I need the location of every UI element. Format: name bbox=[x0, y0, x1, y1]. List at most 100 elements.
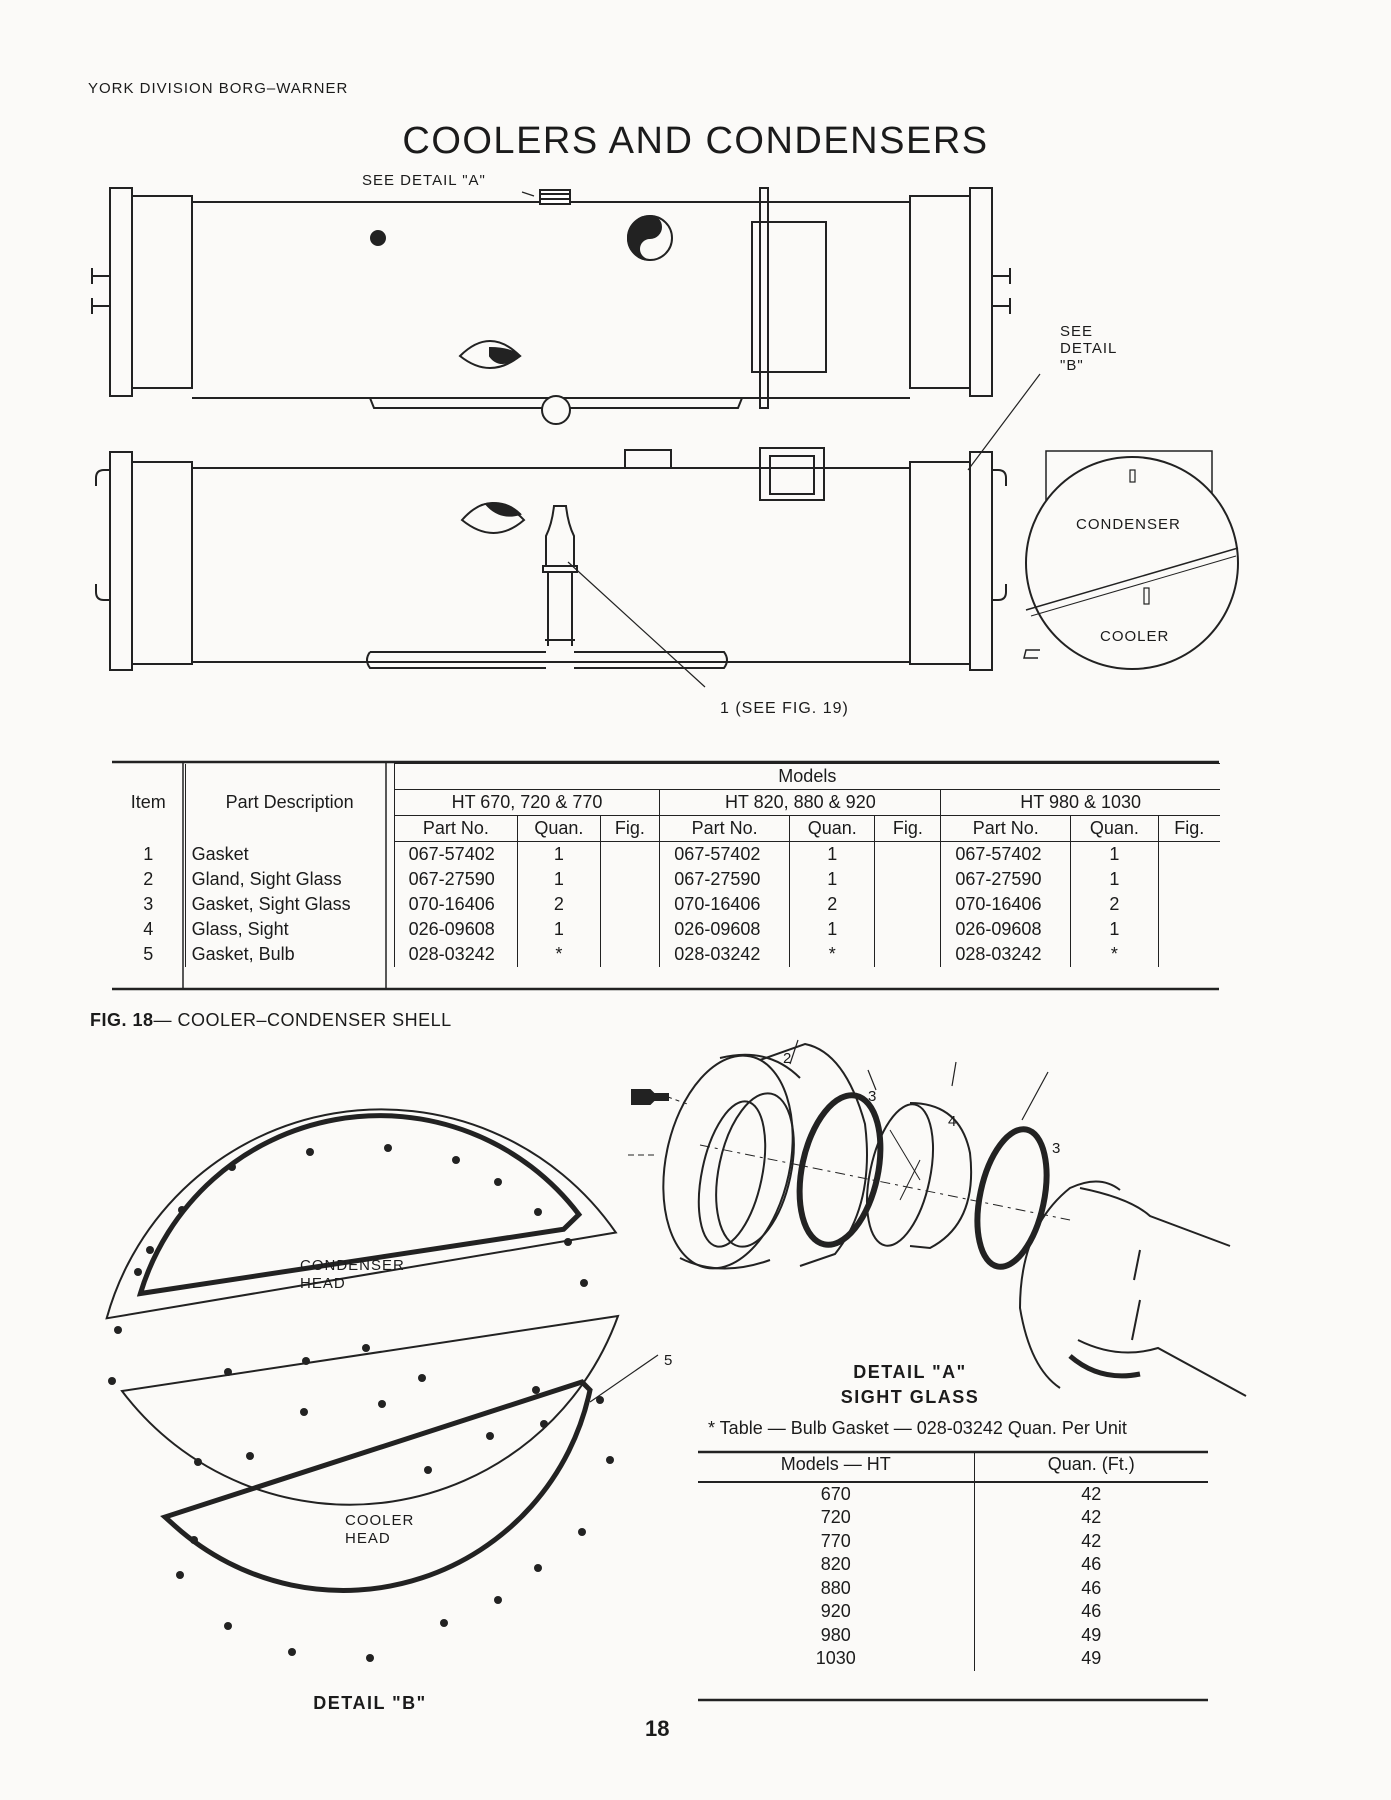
callout-3: 3 bbox=[868, 1088, 878, 1105]
condenser-head-line: HEAD bbox=[300, 1275, 346, 1292]
fig-header: Fig. bbox=[599, 815, 660, 842]
row-part-no: 028-03242 bbox=[659, 942, 790, 967]
row-fig bbox=[1157, 867, 1220, 892]
row-part-no: 067-57402 bbox=[940, 841, 1071, 867]
row-part-no: 067-57402 bbox=[659, 841, 790, 867]
cooler-head-label: COOLER HEAD bbox=[345, 1512, 414, 1548]
figure-title: — COOLER–CONDENSER SHELL bbox=[153, 1010, 452, 1030]
see-detail-b-callout: SEE DETAIL "B" bbox=[1060, 323, 1117, 374]
row-part-no: 067-27590 bbox=[659, 867, 790, 892]
row-fig bbox=[874, 942, 941, 967]
row-model: 770 bbox=[820, 1530, 851, 1551]
row-fig bbox=[1157, 892, 1220, 917]
fig-header: Fig. bbox=[874, 815, 941, 842]
row-fig bbox=[874, 892, 941, 917]
row-fig bbox=[599, 841, 660, 867]
item-column-header: Item bbox=[130, 792, 166, 812]
row-quantity: 2 bbox=[517, 892, 601, 917]
row-fig bbox=[1157, 917, 1220, 942]
row-item: 2 bbox=[143, 869, 154, 889]
detail-a-exploded-drawing bbox=[628, 1039, 1247, 1397]
condenser-head-line: CONDENSER bbox=[300, 1257, 405, 1274]
page-title: COOLERS AND CONDENSERS bbox=[402, 120, 989, 162]
part-no-header: Part No. bbox=[659, 815, 790, 842]
quan-ft-header: Quan. (Ft.) bbox=[973, 1453, 1208, 1483]
table-row: 670 42 bbox=[698, 1481, 1208, 1506]
row-quantity: 2 bbox=[1070, 892, 1159, 917]
row-quantity-ft: 42 bbox=[973, 1481, 1208, 1506]
model-group-header: HT 980 & 1030 bbox=[940, 789, 1220, 816]
row-part-no: 067-27590 bbox=[940, 867, 1071, 892]
row-part-no: 067-27590 bbox=[393, 867, 518, 892]
row-quantity: 1 bbox=[789, 917, 875, 942]
row-item: 3 bbox=[143, 894, 154, 914]
row-quantity: 2 bbox=[789, 892, 875, 917]
row-quantity-ft: 42 bbox=[973, 1529, 1208, 1553]
bulb-table-lines bbox=[698, 1450, 1208, 1702]
row-part-no: 028-03242 bbox=[940, 942, 1071, 967]
row-quantity-ft: 46 bbox=[973, 1600, 1208, 1624]
row-quantity: 1 bbox=[1070, 917, 1159, 942]
condenser-label: CONDENSER bbox=[1076, 516, 1181, 533]
bulb-gasket-note: * Table — Bulb Gasket — 028-03242 Quan. … bbox=[708, 1418, 1127, 1438]
row-quantity: * bbox=[517, 942, 601, 967]
row-fig bbox=[599, 867, 660, 892]
see-detail-a-callout: SEE DETAIL "A" bbox=[362, 172, 486, 189]
detail-b-caption: DETAIL "B" bbox=[313, 1693, 427, 1713]
row-description: Glass, Sight bbox=[184, 917, 395, 942]
row-part-no: 070-16406 bbox=[659, 892, 790, 917]
row-item: 1 bbox=[143, 843, 154, 864]
page-header: YORK DIVISION BORG–WARNER bbox=[88, 80, 349, 97]
model-group-header: HT 670, 720 & 770 bbox=[393, 789, 660, 816]
table-row: 1030 49 bbox=[698, 1647, 1208, 1671]
parts-table: Item Part Description Models HT 670, 720… bbox=[112, 763, 1220, 967]
detail-a-subtitle: SIGHT GLASS bbox=[840, 1387, 980, 1407]
row-quantity: 1 bbox=[517, 917, 601, 942]
callout-2: 2 bbox=[783, 1050, 793, 1067]
row-fig bbox=[599, 917, 660, 942]
description-column-header: Part Description bbox=[184, 763, 395, 842]
table-row: 770 42 bbox=[698, 1529, 1208, 1553]
detail-a-caption: DETAIL "A" SIGHT GLASS bbox=[800, 1360, 1020, 1410]
figure-18-caption: FIG. 18— COOLER–CONDENSER SHELL bbox=[90, 1010, 452, 1031]
model-group-header: HT 820, 880 & 920 bbox=[659, 789, 941, 816]
row-model: 1030 bbox=[815, 1648, 856, 1668]
row-part-no: 028-03242 bbox=[393, 942, 518, 967]
bottom-shell-drawing bbox=[95, 447, 1007, 688]
row-quantity-ft: 46 bbox=[973, 1553, 1208, 1577]
row-fig bbox=[874, 917, 941, 942]
fig-header: Fig. bbox=[1157, 815, 1220, 842]
detail-a-title: DETAIL "A" bbox=[853, 1362, 967, 1382]
item1-reference: 1 (SEE FIG. 19) bbox=[720, 700, 849, 717]
row-quantity-ft: 49 bbox=[973, 1647, 1208, 1671]
quan-header: Quan. bbox=[1070, 815, 1159, 842]
cooler-head-line: COOLER bbox=[345, 1512, 415, 1529]
quan-header: Quan. bbox=[517, 815, 601, 842]
row-fig bbox=[599, 942, 660, 967]
cooler-label: COOLER bbox=[1100, 628, 1170, 645]
row-quantity: 1 bbox=[789, 867, 875, 892]
see-detail-b-line: "B" bbox=[1060, 357, 1084, 374]
row-quantity-ft: 49 bbox=[973, 1623, 1208, 1647]
part-no-header: Part No. bbox=[393, 815, 518, 842]
row-fig bbox=[1157, 942, 1220, 967]
callout-3: 3 bbox=[1052, 1140, 1062, 1157]
row-part-no: 070-16406 bbox=[940, 892, 1071, 917]
row-fig bbox=[874, 867, 941, 892]
row-part-no: 026-09608 bbox=[940, 917, 1071, 942]
detail-b-circle bbox=[1023, 450, 1239, 670]
row-model: 670 bbox=[820, 1483, 851, 1504]
row-item: 4 bbox=[143, 919, 154, 939]
row-fig bbox=[599, 892, 660, 917]
page-number: 18 bbox=[645, 1716, 670, 1741]
